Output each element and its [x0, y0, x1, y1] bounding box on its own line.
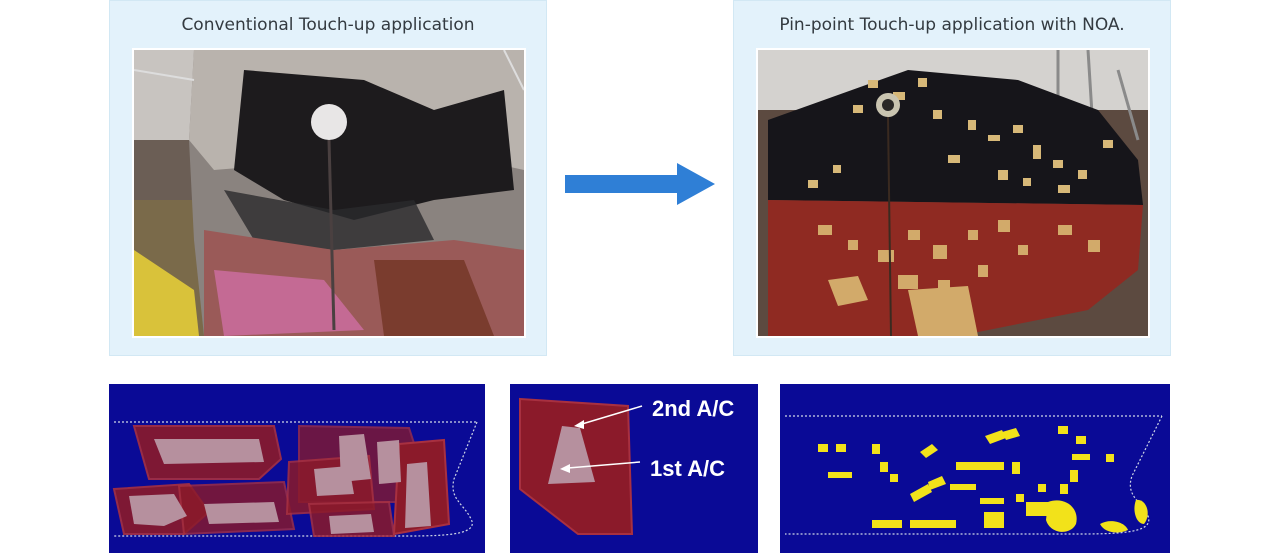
pinpoint-title: Pin-point Touch-up application with NOA.	[779, 15, 1125, 35]
coat-legend-diagram: 2nd A/C 1st A/C	[510, 384, 758, 553]
first-coat-label: 1st A/C	[650, 456, 725, 481]
pinpoint-ship-photo	[756, 48, 1150, 338]
pinpoint-ship-illustration	[758, 50, 1148, 336]
conventional-ship-photo	[132, 48, 526, 338]
right-arrow-icon	[565, 163, 715, 205]
pinpoint-coverage-diagram	[780, 384, 1170, 553]
conventional-ship-illustration	[134, 50, 524, 336]
pinpoint-panel: Pin-point Touch-up application with NOA.	[733, 0, 1171, 356]
conventional-panel: Conventional Touch-up application	[109, 0, 547, 356]
second-coat-label: 2nd A/C	[652, 396, 735, 421]
conventional-coverage-diagram	[109, 384, 485, 553]
conventional-title: Conventional Touch-up application	[181, 15, 475, 35]
